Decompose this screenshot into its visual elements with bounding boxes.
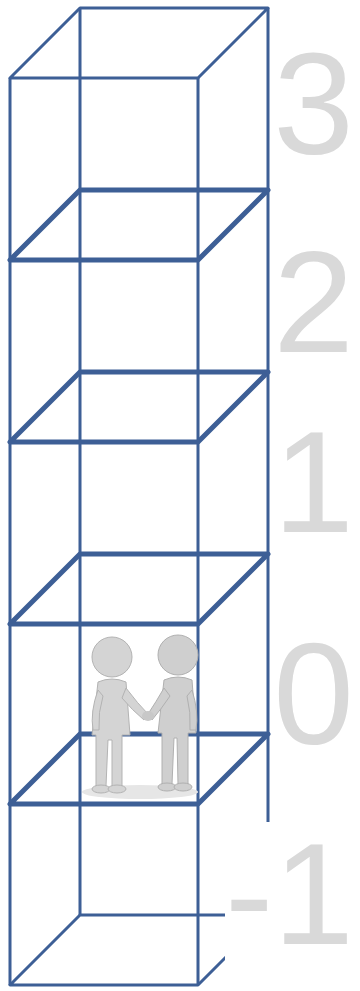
- floor-number: 2: [273, 230, 354, 375]
- floor-number: -1: [225, 822, 354, 967]
- handshake-figures: [82, 635, 198, 799]
- floor-number: 1: [273, 410, 354, 555]
- floor-number: 3: [273, 32, 354, 177]
- floor-number: 0: [273, 622, 354, 767]
